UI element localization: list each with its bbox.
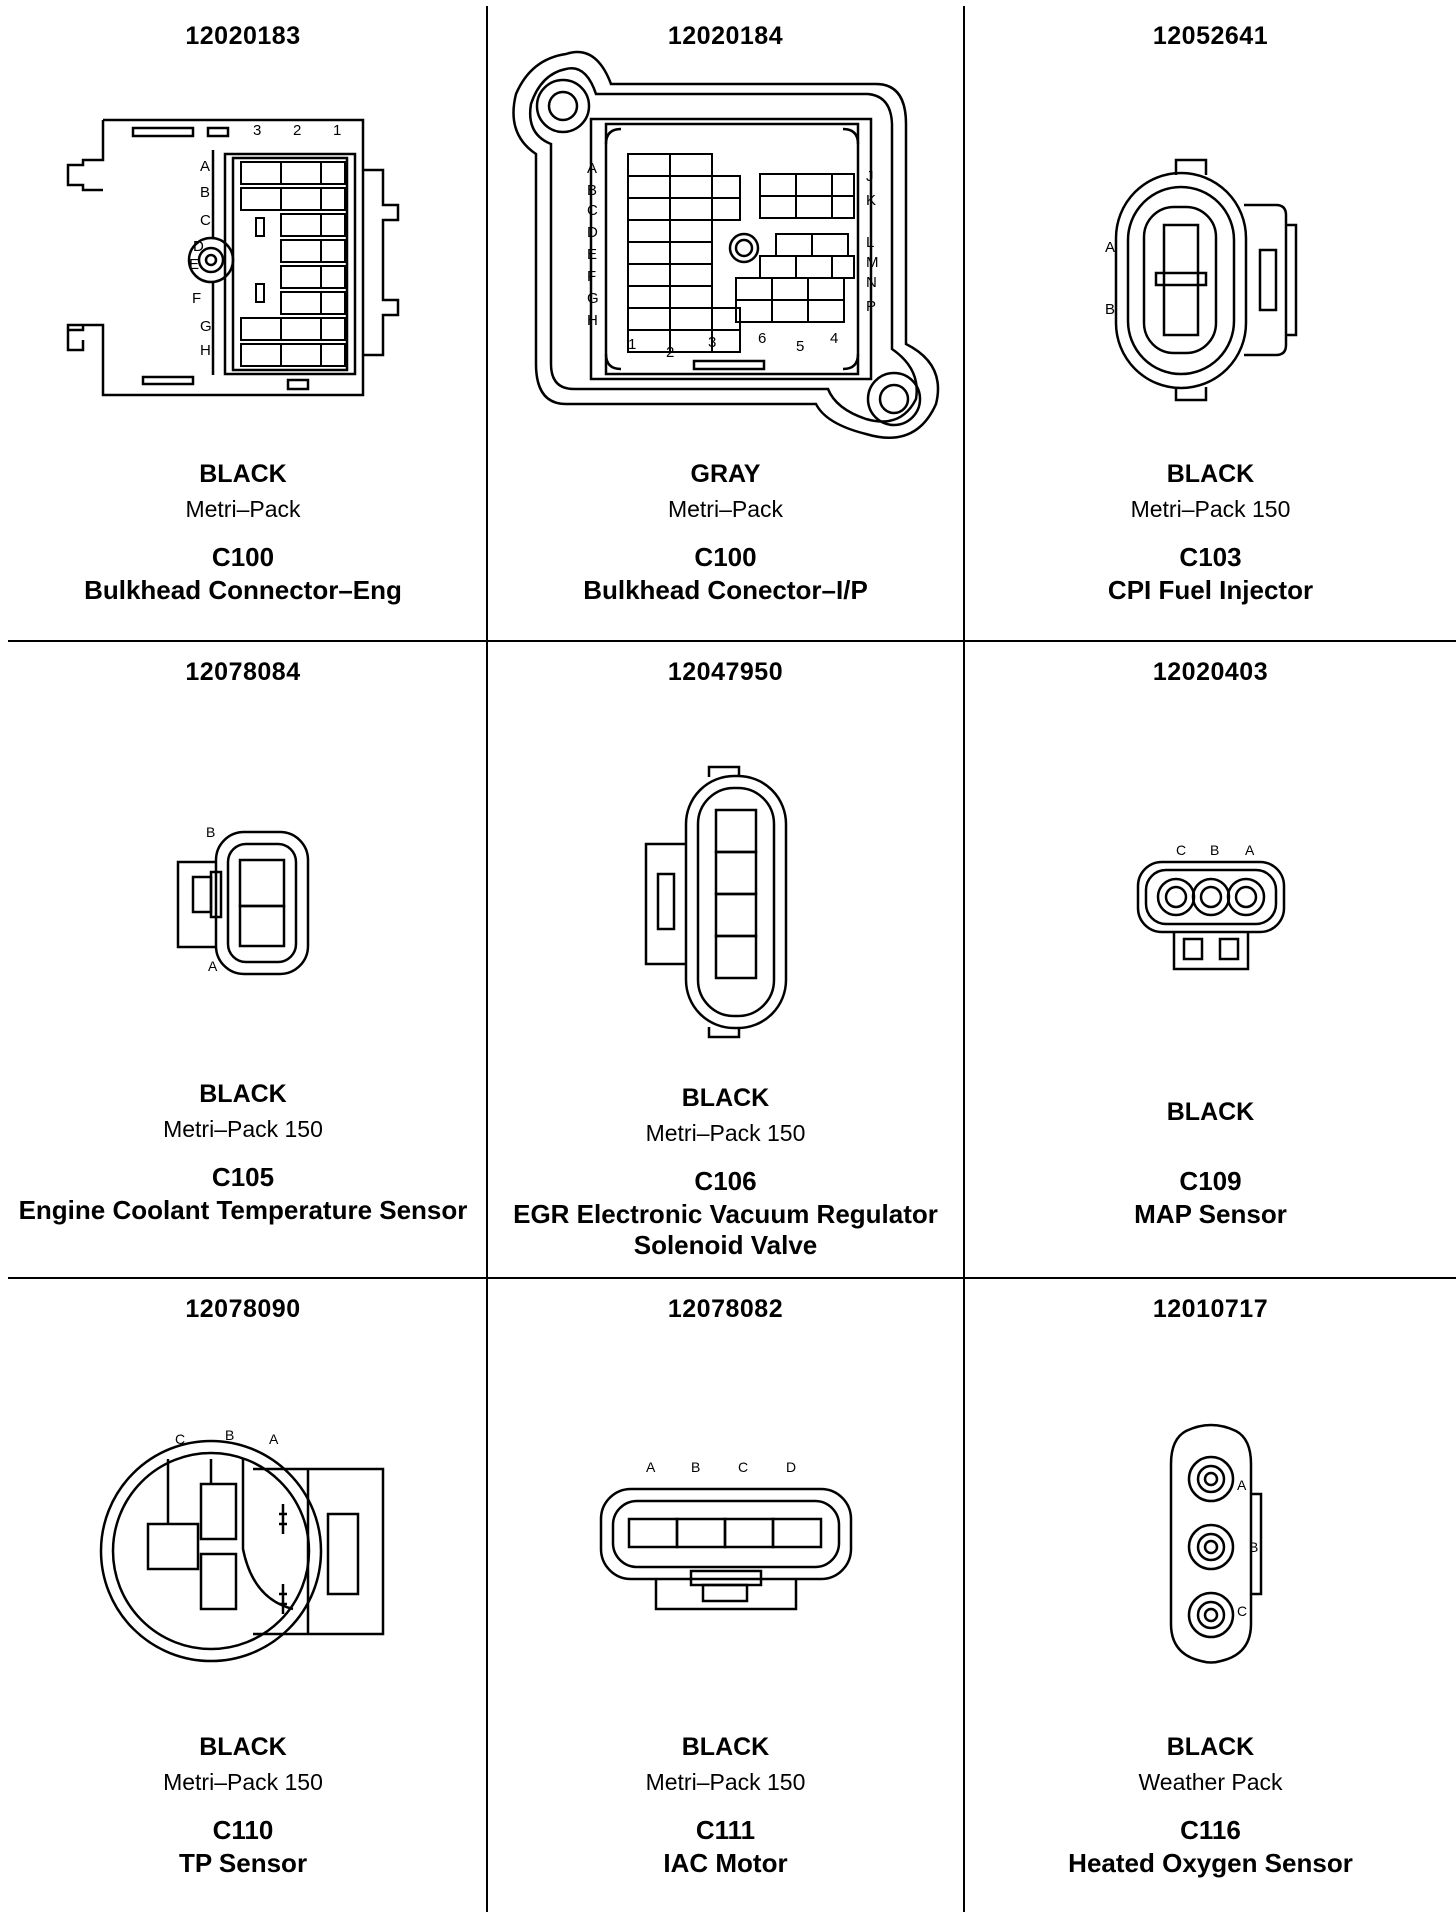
part-number: 12078082 bbox=[667, 1295, 784, 1323]
connector-cell: 12010717 A B C BLACK Weather Pack C116 H… bbox=[965, 1279, 1456, 1912]
connector-description: MAP Sensor bbox=[1134, 1199, 1287, 1229]
connector-diagram bbox=[965, 842, 1456, 982]
connector-description: Engine Coolant Temperature Sensor bbox=[18, 1195, 468, 1225]
connector-id: C105 bbox=[211, 1162, 275, 1192]
connector-color: BLACK bbox=[199, 1733, 287, 1761]
connector-cell: 12047950 BLACK Metri–Pack 150 C106 EGR E… bbox=[488, 642, 963, 1277]
connector-series: Weather Pack bbox=[1138, 1769, 1283, 1795]
connector-diagram bbox=[965, 1409, 1456, 1679]
connector-id: C103 bbox=[1179, 542, 1242, 572]
connector-diagram bbox=[488, 1459, 963, 1619]
connector-color: BLACK bbox=[1166, 1098, 1255, 1126]
connector-cell: 12052641 A B BLACK Metri–Pack 150 C103 C… bbox=[965, 0, 1456, 640]
connector-cell: 12020403 C B A BLACK C109 MAP Sensor bbox=[965, 642, 1456, 1277]
connector-id: C116 bbox=[1180, 1815, 1241, 1845]
connector-id: C100 bbox=[211, 542, 275, 572]
connector-series: Metri–Pack bbox=[185, 496, 301, 522]
part-number: 12078084 bbox=[185, 658, 301, 686]
connector-series: Metri–Pack 150 bbox=[1130, 496, 1291, 522]
connector-description: Bulkhead Conector–I/P bbox=[583, 575, 868, 605]
connector-cell: 12020184 bbox=[488, 0, 963, 640]
connector-diagram bbox=[0, 822, 486, 982]
part-number: 12047950 bbox=[667, 658, 784, 686]
part-number: 12020184 bbox=[667, 22, 784, 50]
connector-description: CPI Fuel Injector bbox=[1107, 575, 1314, 605]
connector-diagram bbox=[965, 155, 1456, 405]
part-number: 12010717 bbox=[1152, 1295, 1269, 1323]
connector-series: Metri–Pack 150 bbox=[163, 1769, 323, 1795]
connector-description: TP Sensor bbox=[178, 1848, 308, 1878]
connector-diagram bbox=[488, 44, 963, 454]
grid-divider-horizontal-1 bbox=[8, 640, 1456, 642]
connector-id: C110 bbox=[212, 1815, 274, 1845]
connector-color: BLACK bbox=[199, 1080, 287, 1108]
connector-color: BLACK bbox=[681, 1084, 770, 1112]
connector-diagram bbox=[0, 110, 486, 410]
connector-color: BLACK bbox=[1166, 1733, 1255, 1761]
connector-series: Metri–Pack 150 bbox=[645, 1769, 806, 1795]
part-number: 12020183 bbox=[185, 22, 301, 50]
connector-series: Metri–Pack 150 bbox=[163, 1116, 323, 1142]
connector-series: Metri–Pack bbox=[667, 496, 784, 522]
connector-id: C111 bbox=[695, 1815, 756, 1845]
connector-cell: 12078084 B A BLACK Metri–Pack 150 C105 E… bbox=[0, 642, 486, 1277]
part-number: 12078090 bbox=[185, 1295, 301, 1323]
grid-divider-horizontal-2 bbox=[8, 1277, 1456, 1279]
connector-color: BLACK bbox=[681, 1733, 770, 1761]
connector-description: IAC Motor bbox=[663, 1848, 788, 1878]
part-number: 12052641 bbox=[1152, 22, 1269, 50]
connector-series: Metri–Pack 150 bbox=[645, 1120, 806, 1146]
connector-description: Heated Oxygen Sensor bbox=[1068, 1848, 1353, 1878]
connector-id: C106 bbox=[694, 1166, 757, 1196]
connector-cell: 12078082 A B C D BLACK Metri–Pack 150 C1… bbox=[488, 1279, 963, 1912]
connector-cell: 12078090 C B A BLACK Metri–Pack 150 C110… bbox=[0, 1279, 486, 1912]
connector-description: EGR Electronic Vacuum Regulator Solenoid… bbox=[513, 1199, 938, 1260]
connector-diagram bbox=[488, 762, 963, 1042]
connector-description: Bulkhead Connector–Eng bbox=[84, 575, 402, 605]
connector-color: BLACK bbox=[199, 460, 287, 488]
connector-diagram bbox=[0, 1429, 486, 1669]
connector-cell: 12020183 bbox=[0, 0, 486, 640]
connector-color: BLACK bbox=[1166, 460, 1255, 488]
part-number: 12020403 bbox=[1152, 658, 1269, 686]
grid-divider-vertical-1 bbox=[486, 6, 488, 1912]
connector-color: GRAY bbox=[690, 460, 761, 488]
connector-id: C100 bbox=[694, 542, 757, 572]
connector-id: C109 bbox=[1179, 1166, 1242, 1196]
grid-divider-vertical-2 bbox=[963, 6, 965, 1912]
